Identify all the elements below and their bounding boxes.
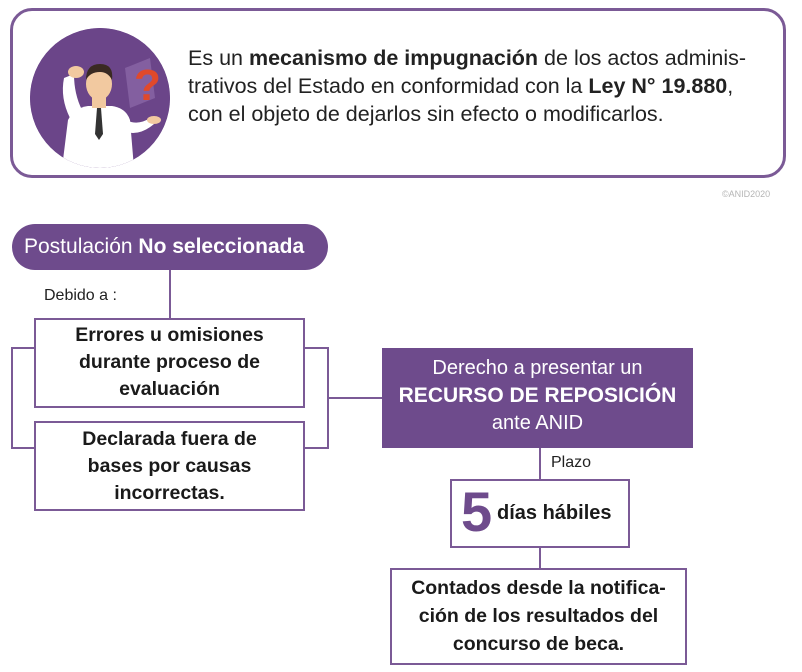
confused-person-illustration: ? bbox=[30, 28, 170, 168]
reason-box-errores: Errores u omisiones durante proceso de e… bbox=[34, 318, 305, 408]
status-prefix: Postulación bbox=[24, 235, 139, 258]
definition-text-segment: trativos del Estado en conformidad con l… bbox=[188, 74, 589, 98]
definition-text-segment: de los actos adminis- bbox=[538, 46, 747, 70]
copyright-label: ©ANID2020 bbox=[722, 189, 771, 199]
definition-box bbox=[10, 8, 786, 178]
person-icon: ? bbox=[30, 28, 170, 168]
recurso-reposicion-box: Derecho a presentar un RECURSO DE REPOSI… bbox=[382, 348, 693, 448]
derecho-line-3: ante ANID bbox=[491, 412, 584, 434]
reason-line: Errores u omisiones bbox=[75, 324, 264, 346]
contados-line: ción de los resultados del bbox=[418, 605, 659, 627]
definition-bold-text: mecanismo de impugnación bbox=[248, 46, 539, 70]
derecho-line-1: Derecho a presentar un bbox=[432, 357, 643, 379]
status-pill: Postulación No seleccionada bbox=[12, 224, 328, 270]
contados-line: Contados desde la notifica- bbox=[411, 577, 666, 599]
plazo-label: Plazo bbox=[551, 454, 592, 471]
deadline-label: días hábiles bbox=[497, 502, 612, 524]
debido-label: Debido a : bbox=[44, 287, 117, 304]
definition-text-segment: Es un bbox=[188, 46, 249, 70]
definition-text-segment: , bbox=[727, 74, 734, 98]
reason-box-fuera-de-bases: Declarada fuera de bases por causas inco… bbox=[34, 421, 305, 511]
status-value: No seleccionada bbox=[138, 235, 305, 258]
derecho-line-2: RECURSO DE REPOSICIÓN bbox=[398, 384, 677, 407]
reason-line: incorrectas. bbox=[114, 482, 225, 504]
contados-box: Contados desde la notifica- ción de los … bbox=[390, 568, 687, 665]
definition-bold-text: Ley N° 19.880 bbox=[588, 74, 728, 98]
deadline-box: 5 días hábiles bbox=[450, 479, 630, 548]
deadline-number: 5 bbox=[461, 480, 493, 543]
reason-line: durante proceso de bbox=[79, 351, 260, 373]
definition-text-segment: con el objeto de dejarlos sin efecto o m… bbox=[188, 102, 664, 126]
definition-text: Es un mecanismo de impugnación de los ac… bbox=[188, 44, 783, 128]
reason-line: Declarada fuera de bbox=[82, 428, 257, 450]
right-bracket bbox=[305, 347, 329, 449]
svg-text:?: ? bbox=[134, 61, 161, 110]
reason-line: bases por causas bbox=[87, 455, 252, 477]
left-bracket bbox=[11, 347, 34, 449]
contados-line: concurso de beca. bbox=[452, 633, 625, 655]
reason-line: evaluación bbox=[119, 378, 220, 400]
